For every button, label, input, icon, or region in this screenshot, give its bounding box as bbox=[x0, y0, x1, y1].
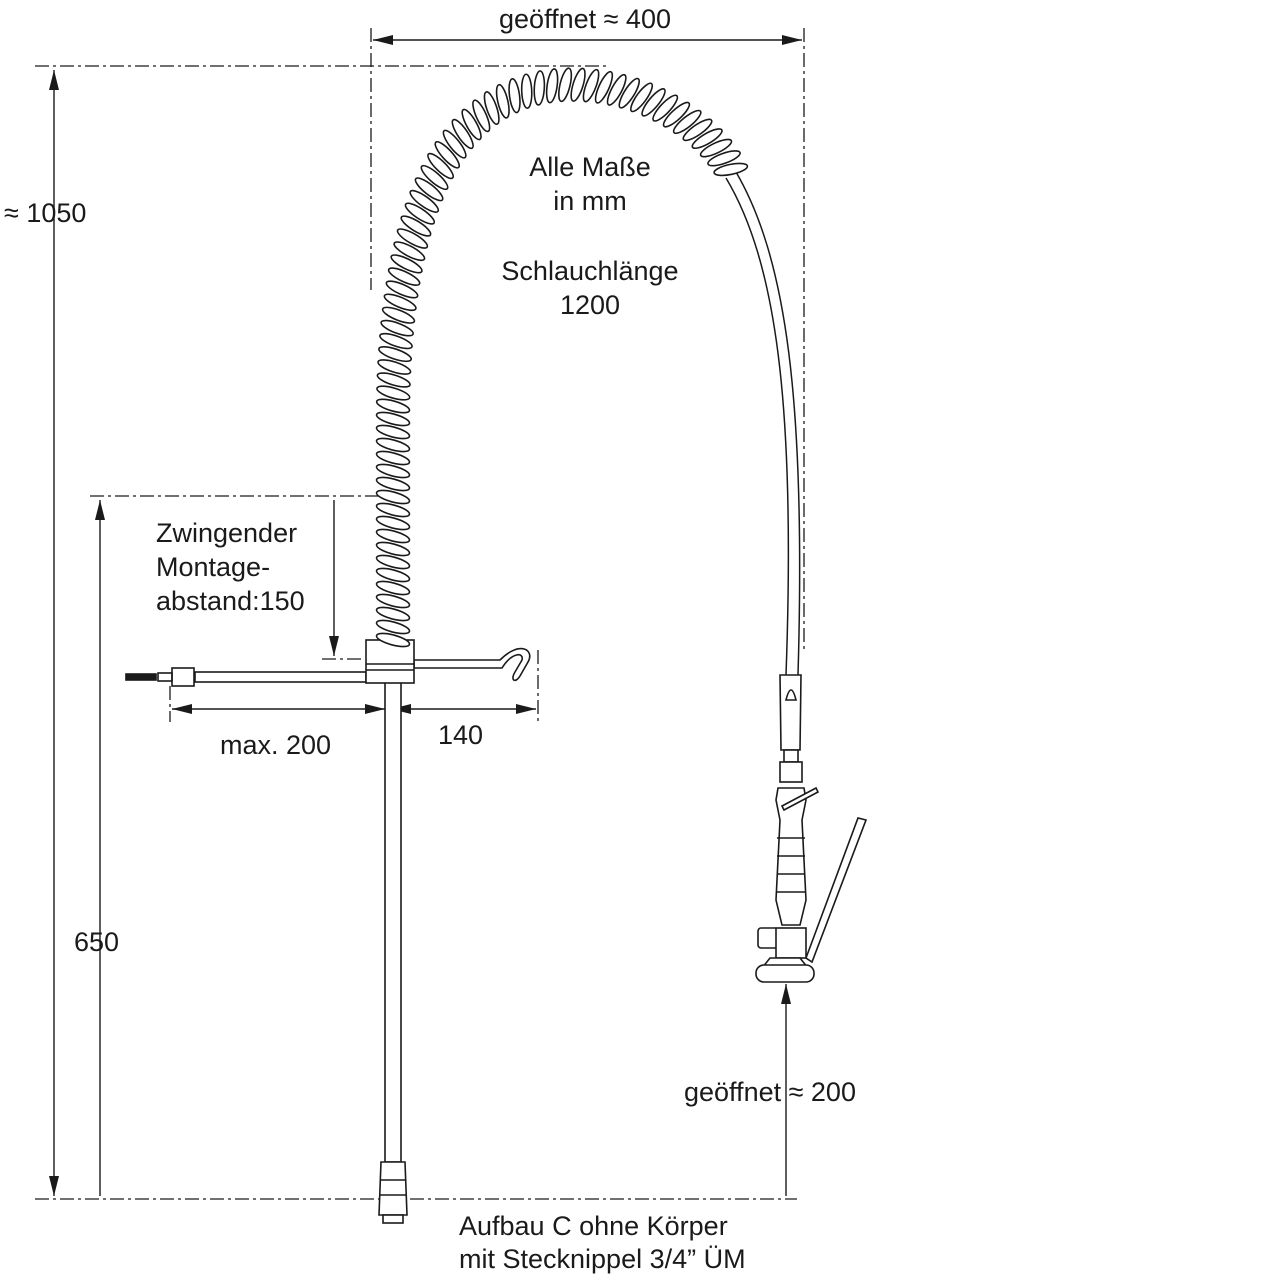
coil-loop bbox=[618, 77, 640, 109]
mount-line1: Zwingender bbox=[156, 518, 298, 548]
coil-loop bbox=[713, 162, 749, 177]
footer-note: Aufbau C ohne Körper mit Stecknippel 3/4… bbox=[459, 1210, 746, 1276]
coil-loop bbox=[699, 138, 733, 158]
coil-loop bbox=[375, 528, 411, 544]
coil-loop bbox=[375, 580, 411, 596]
coil-loop bbox=[672, 109, 702, 135]
coil-loop bbox=[376, 372, 411, 388]
dim-max-left: max. 200 bbox=[220, 730, 332, 760]
units-line1: Alle Maße bbox=[529, 152, 651, 182]
coil-loop bbox=[652, 94, 679, 122]
coil-loop bbox=[375, 398, 411, 414]
spray-head bbox=[755, 674, 868, 983]
coil-loop bbox=[375, 463, 411, 479]
hose-line1: Schlauchlänge bbox=[501, 256, 679, 286]
coil-loop bbox=[377, 359, 412, 375]
coil-loop bbox=[375, 476, 411, 492]
coil-loop bbox=[707, 150, 741, 167]
coil-loop bbox=[682, 118, 713, 142]
coil-loop bbox=[451, 118, 474, 150]
coil-loop bbox=[472, 99, 491, 133]
coil-loop bbox=[404, 202, 436, 225]
coil-loop bbox=[393, 241, 426, 262]
standpipe bbox=[378, 681, 408, 1224]
coil-loop bbox=[442, 129, 467, 159]
coil-loop bbox=[375, 606, 411, 622]
coil-loop bbox=[375, 515, 411, 531]
coil-loop bbox=[375, 450, 411, 466]
coil-loop bbox=[390, 254, 423, 274]
coil-loop bbox=[508, 78, 521, 114]
coil-loop bbox=[414, 177, 444, 202]
coil-loop bbox=[375, 411, 411, 427]
coil-loop bbox=[375, 437, 411, 453]
hose bbox=[725, 171, 801, 676]
coil-loop bbox=[375, 502, 411, 518]
coil-loop bbox=[641, 88, 666, 117]
coil-loop bbox=[427, 152, 454, 180]
coil-loop bbox=[434, 140, 461, 169]
coil-loop bbox=[375, 554, 411, 570]
coil-loop bbox=[385, 280, 419, 299]
coil-loop bbox=[545, 68, 559, 104]
coil-spring bbox=[375, 67, 749, 648]
coil-loop bbox=[570, 67, 586, 102]
dim-mount-height: 650 bbox=[74, 927, 120, 957]
coil-loop bbox=[381, 306, 416, 324]
coil-loop bbox=[375, 632, 411, 648]
coil-loop bbox=[375, 619, 411, 635]
coil-loop bbox=[495, 83, 510, 119]
coil-loop bbox=[378, 346, 413, 363]
coil-loop bbox=[691, 128, 723, 150]
coil-loop bbox=[375, 489, 411, 505]
coil-loop bbox=[582, 68, 600, 103]
dim-opened-width: geöffnet ≈ 400 bbox=[499, 4, 671, 34]
footer-line1: Aufbau C ohne Körper bbox=[459, 1211, 728, 1241]
coil-loop bbox=[380, 319, 414, 337]
hose-line2: 1200 bbox=[559, 290, 621, 320]
coil-loop bbox=[461, 108, 482, 141]
mounting-note: Zwingender Montage- abstand:150 bbox=[156, 516, 305, 618]
coil-loop bbox=[375, 541, 411, 557]
coil-loop bbox=[375, 567, 411, 583]
coil-loop bbox=[400, 215, 432, 237]
footer-line2: mit Stecknippel 3/4” ÜM bbox=[459, 1244, 746, 1274]
units-note: Alle Maße in mm bbox=[490, 150, 690, 218]
coil-loop bbox=[396, 228, 429, 249]
swivel-arm bbox=[125, 639, 531, 687]
coil-loop bbox=[375, 593, 411, 609]
coil-loop bbox=[533, 70, 546, 106]
coil-loop bbox=[387, 267, 421, 286]
coil-loop bbox=[594, 70, 614, 104]
coil-loop bbox=[379, 332, 413, 350]
coil-loop bbox=[383, 293, 417, 312]
dim-opened-height: geöffnet ≈ 200 bbox=[684, 1077, 856, 1107]
hose-length-note: Schlauchlänge 1200 bbox=[470, 254, 710, 322]
dim-total-height: ≈ 1050 bbox=[4, 198, 87, 228]
coil-loop bbox=[606, 73, 627, 106]
coil-loop bbox=[558, 67, 573, 103]
coil-loop bbox=[409, 189, 440, 213]
mount-line2: Montage- bbox=[156, 552, 271, 582]
coil-loop bbox=[662, 101, 691, 128]
dim-right-arm: 140 bbox=[438, 720, 484, 750]
mount-line3: abstand:150 bbox=[156, 586, 305, 616]
coil-loop bbox=[376, 385, 411, 401]
dimension-lines bbox=[49, 35, 802, 1196]
coil-loop bbox=[375, 424, 411, 440]
coil-loop bbox=[630, 82, 654, 113]
coil-loop bbox=[420, 164, 449, 191]
coil-loop bbox=[520, 73, 533, 110]
units-line2: in mm bbox=[553, 186, 627, 216]
extension-lines bbox=[35, 28, 805, 1200]
